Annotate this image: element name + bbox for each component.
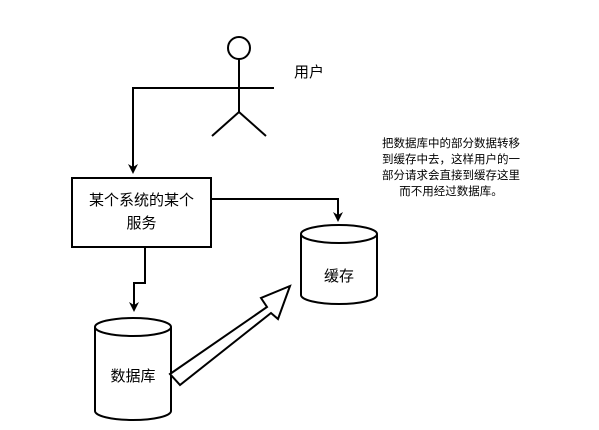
user-to-service-connector bbox=[128, 87, 204, 174]
data-transfer-block-arrow bbox=[168, 284, 292, 387]
service-to-cache-connector bbox=[211, 198, 343, 222]
note-line-2: 到缓存中去，这样用户的一 bbox=[382, 152, 520, 166]
note-line-3: 部分请求会直接到缓存这里 bbox=[382, 168, 520, 182]
database-label: 数据库 bbox=[110, 367, 155, 385]
annotation-note: 把数据库中的部分数据转移 到缓存中去，这样用户的一 部分请求会直接到缓存这里 而… bbox=[382, 136, 520, 198]
note-line-4: 而不用经过数据库。 bbox=[399, 184, 503, 198]
service-label-line1: 某个系统的某个 bbox=[89, 191, 194, 209]
user-label: 用户 bbox=[294, 63, 324, 81]
service-to-database-connector bbox=[129, 247, 146, 312]
cache-cylinder bbox=[300, 224, 378, 305]
cache-label: 缓存 bbox=[324, 267, 354, 285]
database-cylinder bbox=[94, 317, 172, 421]
user-actor-icon bbox=[204, 36, 274, 137]
service-node: 某个系统的某个 服务 bbox=[71, 177, 212, 248]
service-label-line2: 服务 bbox=[126, 214, 156, 232]
note-line-1: 把数据库中的部分数据转移 bbox=[382, 136, 520, 150]
